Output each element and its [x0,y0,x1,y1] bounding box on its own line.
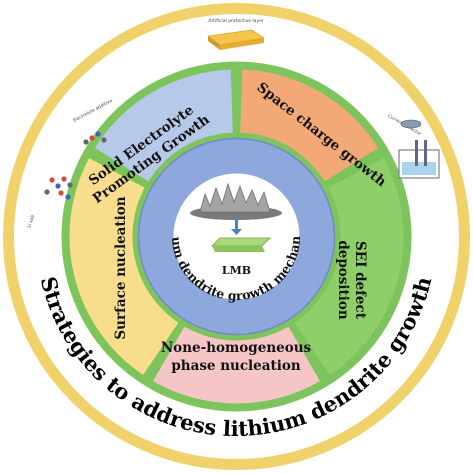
molecule-atom [83,139,89,145]
segment-label-line: SEI defect [352,241,368,320]
molecule-atom [65,194,71,200]
electrode-layer [211,237,271,247]
segment-solid-electrolyte [94,69,233,182]
molecule-atom [44,189,50,195]
dendrite-peaks [199,182,271,213]
molecule-atom [49,177,55,183]
protective-layer-thumbnail: Artificial protective layer [207,18,265,50]
molecule-atom [67,182,73,188]
segment-label-line: deposition [335,240,351,320]
molecule-atom [95,131,101,137]
segment-label-sei-defect: SEI defect deposition [335,240,368,320]
segment-non-homogeneous [153,326,320,404]
segment-label-line: phase nucleation [171,358,301,374]
molecule-caption-b: Li salt [26,214,36,229]
segment-surface-nucleation [69,158,179,375]
segment-label-line: None-homogeneous [161,340,312,356]
segment-sei-defect [294,158,404,375]
molecule-atom [101,137,107,143]
center-label: LMB [222,264,251,277]
segment-label-line: Surface nucleation [113,196,129,339]
molecule-atom [89,135,95,141]
current-arrow [235,219,238,229]
molecule-atom [61,176,67,182]
molecule-atom [58,190,64,196]
molecule-atom [55,183,61,189]
lithium-dendrite-illustration [190,182,282,252]
protective-layer-caption: Artificial protective layer [208,18,264,24]
segment-label-surface-nucleation: Surface nucleation [113,196,129,339]
segment-group [69,69,404,404]
segment-label-non-homogeneous: None-homogeneous phase nucleation [161,340,312,374]
segment-space-charge [240,69,379,182]
